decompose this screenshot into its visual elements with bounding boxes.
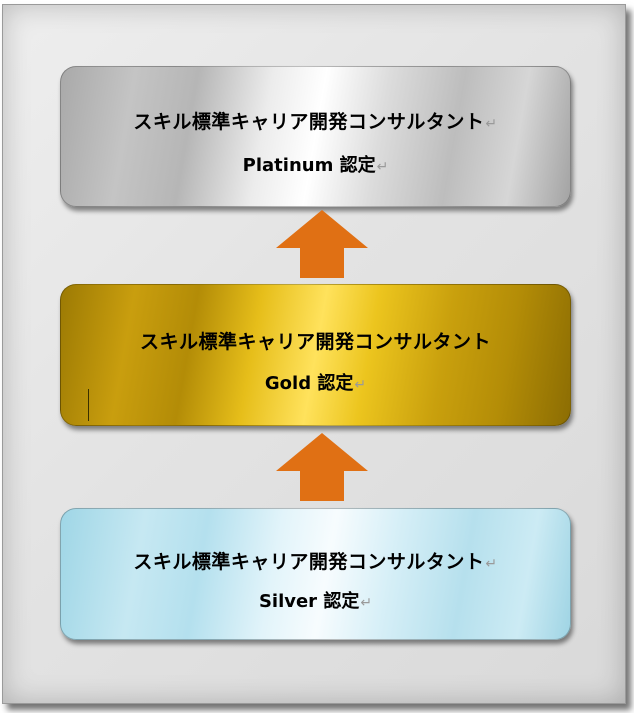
silver-grade: Silver 認定 [258, 591, 360, 612]
gold-title-line: スキル標準キャリア開発コンサルタント [61, 327, 570, 354]
paragraph-mark-icon: ↵ [354, 377, 367, 393]
paragraph-mark-icon: ↵ [485, 556, 498, 572]
platinum-grade-line: Platinum 認定↵ [61, 151, 570, 177]
gold-title: スキル標準キャリア開発コンサルタント [139, 331, 491, 353]
up-arrow-icon [276, 210, 368, 278]
paragraph-mark-icon: ↵ [485, 116, 498, 132]
diagram-frame: スキル標準キャリア開発コンサルタント↵ Platinum 認定↵ スキル標準キャ… [2, 4, 626, 704]
gold-grade: Gold 認定 [264, 373, 354, 394]
up-arrow-icon [276, 433, 368, 501]
gold-grade-line: Gold 認定↵ [61, 369, 570, 395]
silver-title-line: スキル標準キャリア開発コンサルタント↵ [61, 547, 570, 574]
paragraph-mark-icon: ↵ [360, 595, 373, 611]
up-arrow-shape [276, 433, 368, 501]
silver-grade-line: Silver 認定↵ [61, 587, 570, 613]
platinum-level-box: スキル標準キャリア開発コンサルタント↵ Platinum 認定↵ [60, 66, 571, 207]
silver-level-box: スキル標準キャリア開発コンサルタント↵ Silver 認定↵ [60, 508, 571, 640]
platinum-title: スキル標準キャリア開発コンサルタント [133, 111, 485, 133]
text-cursor [88, 389, 89, 421]
silver-title: スキル標準キャリア開発コンサルタント [133, 551, 485, 573]
paragraph-mark-icon: ↵ [376, 159, 389, 175]
up-arrow-shape [276, 210, 368, 278]
platinum-grade: Platinum 認定 [242, 155, 376, 176]
gold-level-box: スキル標準キャリア開発コンサルタント Gold 認定↵ [60, 284, 571, 426]
platinum-title-line: スキル標準キャリア開発コンサルタント↵ [61, 107, 570, 134]
